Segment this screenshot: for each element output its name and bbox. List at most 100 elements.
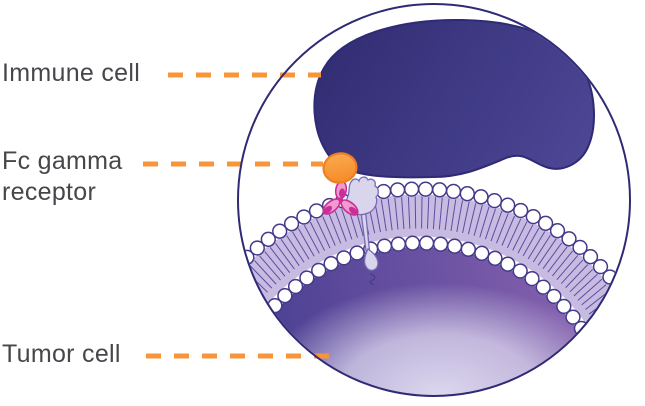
lipid-tail: [506, 218, 522, 249]
fc-gamma-receptor: [322, 152, 358, 184]
lipid-head: [549, 223, 566, 239]
lipid-head: [487, 250, 503, 266]
lipid-tail: [380, 199, 387, 232]
lipid-head: [404, 235, 421, 251]
antibody-hinge: [338, 197, 344, 202]
lipid-tail: [432, 197, 437, 230]
lipid-tail: [286, 235, 305, 263]
lipid-head: [486, 192, 503, 209]
lipid-tail: [467, 203, 477, 235]
lipid-head: [500, 256, 516, 272]
lipid-tail: [532, 234, 551, 263]
lipid-tail: [595, 305, 623, 325]
lipid-head: [296, 209, 312, 225]
lipid-head: [272, 223, 288, 239]
microscope-view-rim: [237, 3, 631, 397]
lipid-tail: [527, 231, 546, 260]
lipid-tail: [427, 196, 430, 229]
lipid-tail: [462, 201, 470, 234]
lipid-head: [432, 236, 449, 252]
lipid-head: [277, 288, 293, 304]
lipid-tail: [394, 197, 399, 230]
antigen-intracellular-domain: [363, 248, 379, 271]
lipid-tail: [484, 208, 496, 240]
immune-cell-label-text: Immune cell: [2, 59, 141, 87]
lipid-head: [431, 182, 448, 198]
lipid-tail: [414, 196, 417, 229]
lipid-head: [418, 235, 435, 251]
lipid-tail: [473, 204, 483, 236]
lipid-tail: [565, 264, 589, 288]
antibody-fc-stem-core: [338, 188, 346, 198]
lipid-tail: [496, 213, 509, 244]
immune-cell-label: Immune cell: [2, 58, 140, 89]
lipid-tail: [303, 224, 320, 254]
lipid-tail: [556, 255, 579, 281]
lipid-tail: [259, 255, 281, 281]
lipid-tail: [292, 231, 310, 260]
fc-gamma-label-line1: Fc gamma: [2, 147, 123, 175]
lipid-tail: [560, 259, 584, 284]
lipid-tail: [334, 211, 347, 242]
antibody-fab-arm-left-core: [322, 205, 333, 215]
tumor-antigen: [345, 176, 379, 285]
lipid-tail: [490, 210, 503, 242]
lipid-tail: [444, 198, 450, 231]
lipid-head: [474, 245, 490, 261]
lipid-head: [473, 189, 489, 205]
lipid-head: [336, 250, 352, 266]
callout-lines: [143, 72, 331, 359]
lipid-head: [572, 239, 588, 256]
lipid-tail: [577, 278, 603, 301]
lipid-tail: [407, 196, 411, 229]
lipid-tail: [522, 227, 540, 257]
lipid-tail: [341, 208, 353, 240]
tumor-cell-label-text: Tumor cell: [2, 340, 121, 368]
lipid-head: [323, 256, 339, 272]
lipid-tails: [239, 196, 623, 325]
lipid-tail: [438, 197, 443, 230]
fc-gamma-receptor-label: Fc gamma receptor: [2, 146, 122, 208]
lipid-tail: [322, 216, 336, 246]
lipid-tail: [297, 228, 315, 257]
tumor-cell-glow: [255, 283, 625, 395]
antibody: [322, 180, 359, 216]
tumor-cell: [239, 247, 625, 395]
lipid-head: [376, 238, 393, 254]
lipid-head: [546, 288, 562, 305]
membrane-tail-band: [239, 194, 629, 339]
lipid-tail: [275, 243, 295, 270]
lipid-tail: [542, 242, 563, 269]
lipid-tail: [501, 215, 515, 246]
lipid-tail: [537, 238, 557, 266]
lipid-head: [349, 245, 365, 261]
lipid-head: [403, 181, 420, 197]
lipid-tail: [280, 239, 300, 266]
antigen-signal-squiggle: [369, 273, 376, 285]
lipid-tail: [517, 224, 534, 254]
lipid-head: [525, 208, 541, 225]
lipid-head: [513, 202, 529, 219]
lipid-tail: [249, 264, 273, 289]
lipid-head: [611, 280, 627, 296]
lipid-head: [311, 262, 327, 279]
lipid-tail: [264, 251, 286, 277]
lipid-head: [592, 258, 609, 275]
lipid-tail: [512, 221, 528, 251]
tumor-cell-label: Tumor cell: [2, 339, 121, 370]
lipid-head: [500, 197, 516, 213]
lipid-head: [537, 215, 554, 231]
lipid-tail: [450, 199, 457, 231]
lipid-head: [561, 231, 577, 247]
antibody-fab-arm-right-core: [348, 206, 359, 216]
lipid-tail: [569, 268, 594, 293]
lipid-tail: [401, 197, 405, 230]
lipid-head: [460, 241, 476, 257]
tumor-cell-membrane: [239, 194, 629, 339]
lipid-tail: [316, 218, 331, 249]
lipid-tail: [581, 284, 607, 306]
lipid-head: [619, 291, 629, 307]
lipid-tail: [552, 250, 573, 277]
